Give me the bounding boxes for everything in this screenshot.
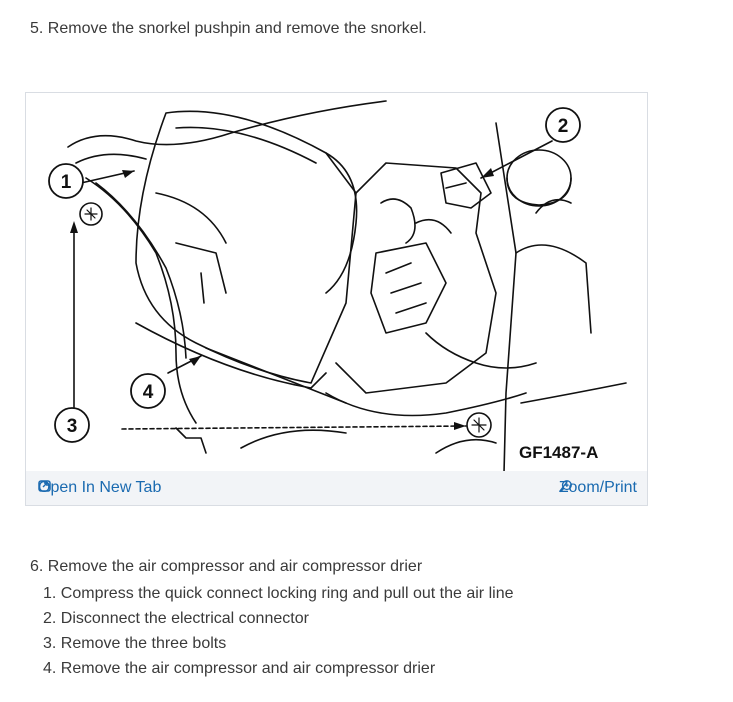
callout-3: 3 (67, 416, 78, 437)
callout-3-circle (54, 407, 90, 443)
callout-4-circle (130, 373, 166, 409)
drier-block (335, 162, 497, 394)
bolt-left (79, 202, 103, 226)
bolt-right (466, 412, 492, 438)
diagram-figure: 1 2 3 4 GF1487-A Open In New Tab Zoom/Pr… (25, 92, 648, 506)
zoom-in-icon (559, 480, 572, 493)
zoom-print-label: Zoom/Print (558, 479, 637, 496)
leader-3b (121, 425, 467, 430)
open-in-new-tab-link[interactable]: Open In New Tab (38, 479, 161, 497)
figure-code: GF1487-A (519, 443, 598, 462)
figure-action-bar: Open In New Tab Zoom/Print (26, 471, 647, 505)
step-6-instruction: 6. Remove the air compressor and air com… (30, 558, 423, 575)
callout-2-circle (545, 107, 581, 143)
list-item: 2. Disconnect the electrical connector (43, 610, 309, 627)
hose-line (67, 100, 387, 148)
leader-2 (480, 140, 553, 179)
open-in-new-tab-label: Open In New Tab (38, 479, 162, 496)
callout-1: 1 (61, 172, 72, 193)
list-item: 4. Remove the air compressor and air com… (43, 660, 436, 677)
list-item: 3. Remove the three bolts (43, 635, 227, 652)
step-6-substeps: 1. Compress the quick connect locking ri… (43, 584, 513, 684)
compressor-body (135, 110, 357, 384)
hose-line (85, 177, 197, 424)
list-item: 1. Compress the quick connect locking ri… (43, 585, 514, 602)
callout-1-circle (48, 163, 84, 199)
electrical-connector (440, 162, 492, 209)
compressor-diagram: 1 2 3 4 GF1487-A (48, 100, 627, 473)
external-link-icon (38, 480, 51, 492)
step-5-instruction: 5. Remove the snorkel pushpin and remove… (30, 20, 427, 37)
zoom-print-link[interactable]: Zoom/Print (559, 479, 637, 497)
callout-4: 4 (143, 382, 154, 403)
callout-2: 2 (558, 116, 569, 137)
